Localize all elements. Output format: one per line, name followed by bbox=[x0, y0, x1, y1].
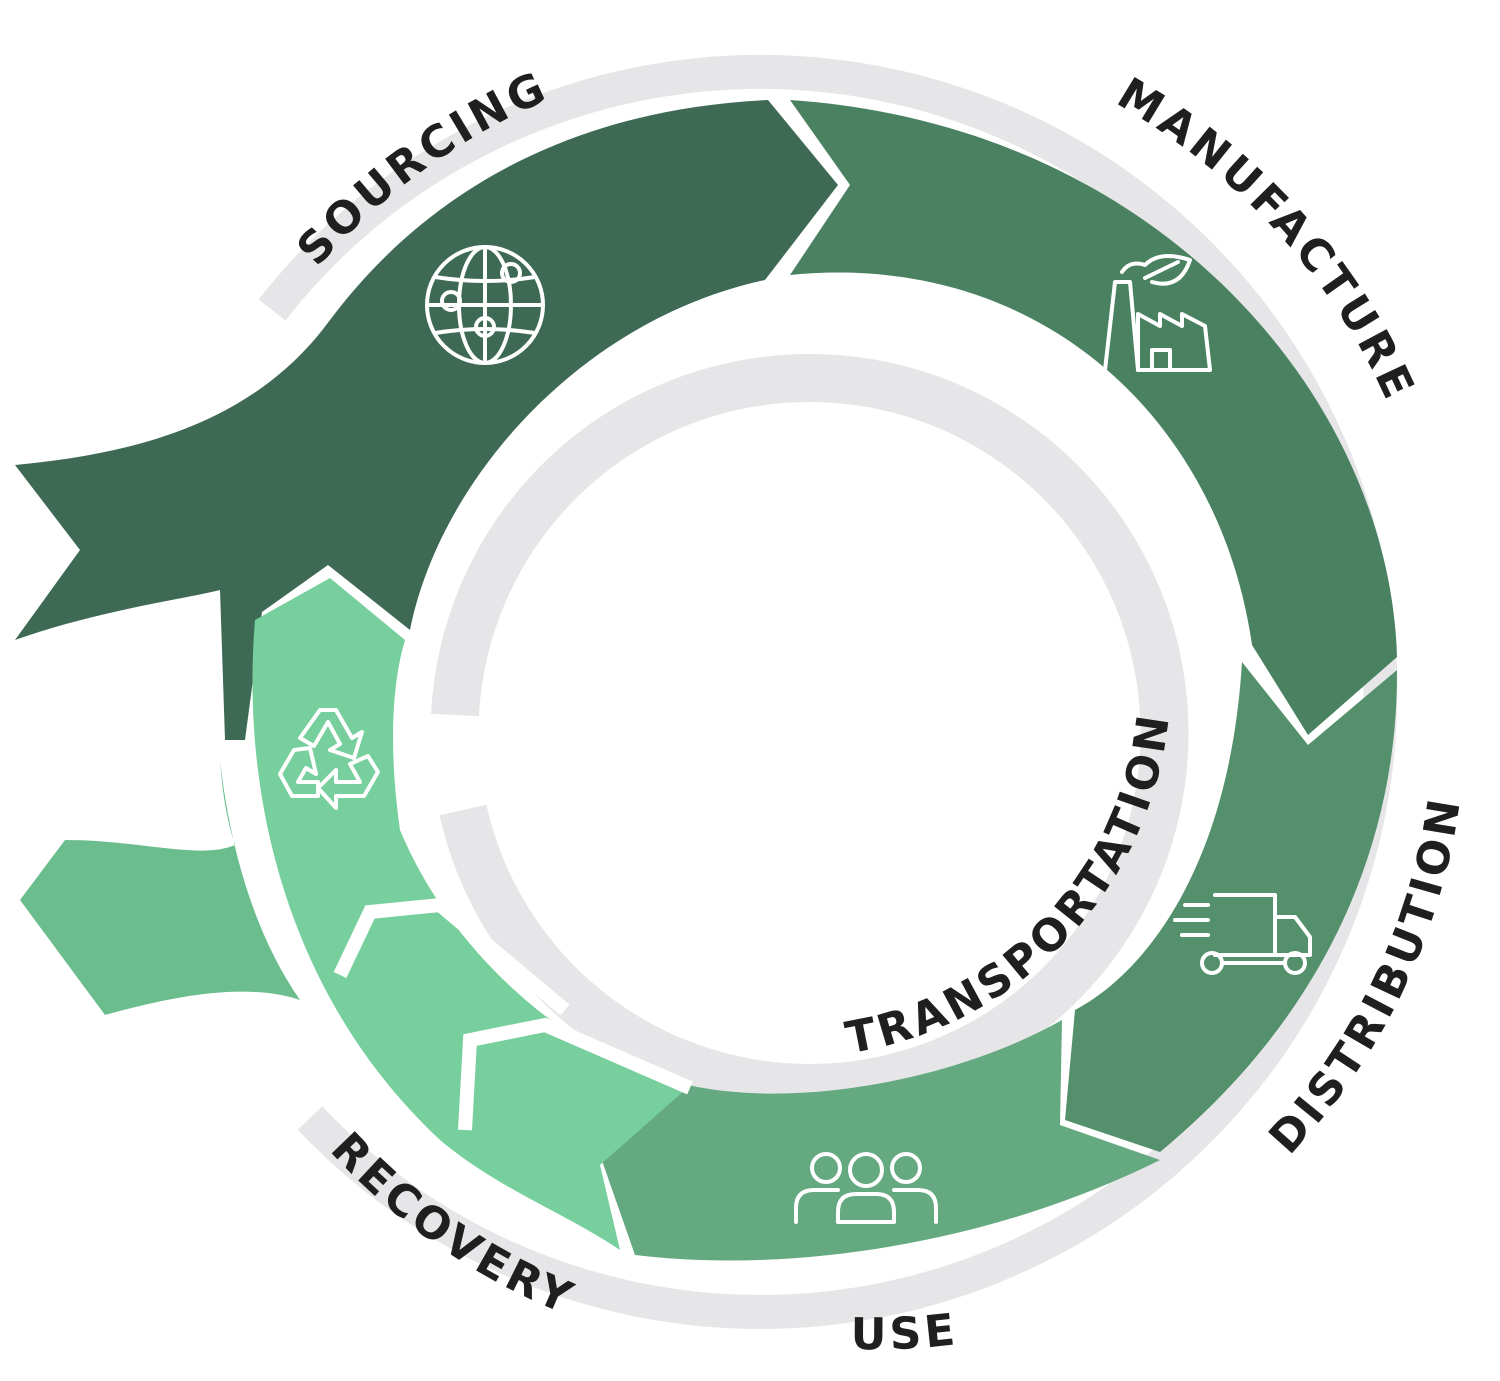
recovery-chevron-divider bbox=[458, 1017, 693, 1131]
people-group-icon bbox=[794, 1152, 938, 1224]
recycle-icon bbox=[278, 708, 380, 810]
sourcing-segment bbox=[15, 100, 838, 740]
globe-network-icon bbox=[425, 245, 545, 365]
recovery-tail-segment bbox=[20, 760, 300, 1015]
recovery-chevron-divider bbox=[333, 897, 570, 1016]
eco-factory-icon bbox=[1103, 254, 1212, 372]
use-segment bbox=[600, 1020, 1160, 1261]
inner-ring-track bbox=[431, 354, 1189, 1112]
distribution-segment bbox=[1065, 662, 1398, 1152]
recovery-segment bbox=[252, 578, 685, 1250]
manufacture-segment bbox=[790, 100, 1397, 735]
delivery-truck-icon bbox=[1173, 893, 1312, 975]
use-label: USE bbox=[851, 1304, 962, 1360]
